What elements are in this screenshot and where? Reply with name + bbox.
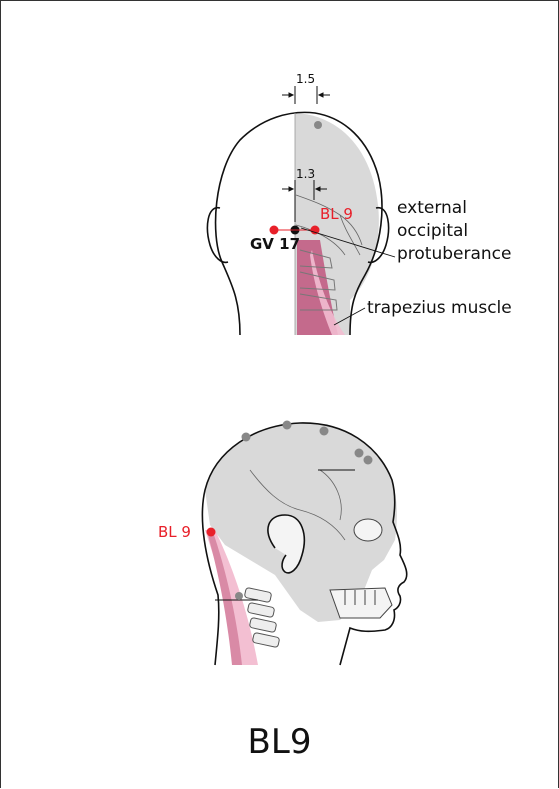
caption-title: BL9 xyxy=(0,722,559,762)
side-bl9-label: BL 9 xyxy=(158,523,191,541)
eop-label-line2: occipital xyxy=(397,221,468,241)
eop-label-line1: external xyxy=(397,198,467,218)
dim-1-5-label: 1.5 xyxy=(296,72,315,86)
dimension-1-5 xyxy=(282,86,330,104)
side-bl9-point xyxy=(207,528,216,537)
side-view-head xyxy=(202,423,406,665)
dim-1-3-label: 1.3 xyxy=(296,167,315,181)
bl9-label: BL 9 xyxy=(320,205,353,223)
gv17-label: GV 17 xyxy=(250,235,300,253)
marker-dot xyxy=(314,121,322,129)
trapezius-label: trapezius muscle xyxy=(367,298,512,318)
eop-label-line3: protuberance xyxy=(397,244,511,264)
back-view-head xyxy=(207,112,388,335)
